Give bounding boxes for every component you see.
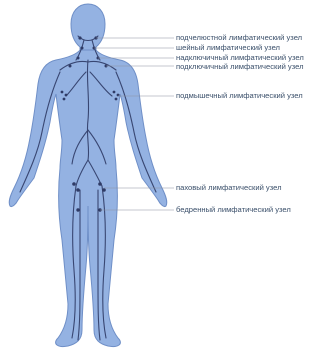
label-axillary-node: подмышечный лимфатический узел (176, 91, 303, 100)
node-cervical-left (81, 47, 84, 50)
label-subclavian-node: подключичный лимфатический узел (176, 62, 304, 71)
node-femoral-left (76, 208, 79, 211)
node-submandibular-left (78, 36, 81, 39)
node-supraclavicular-left (77, 57, 80, 60)
node-inguinal-left-1 (72, 182, 76, 186)
label-submandibular-node: подчелюстной лимфатический узел (176, 33, 302, 42)
node-inguinal-right-1 (98, 182, 102, 186)
head (71, 4, 105, 52)
node-subclavian-left (69, 65, 72, 68)
node-axillary-left-1 (61, 91, 64, 94)
label-cervical-node: шейный лимфатический узел (176, 43, 280, 52)
node-axillary-right-3 (115, 98, 118, 101)
body-silhouette (9, 4, 167, 347)
node-axillary-left-3 (63, 98, 66, 101)
label-femoral-node: бедренный лимфатический узел (176, 205, 291, 214)
node-inguinal-left-2 (76, 188, 80, 192)
label-supraclavicular-node: надключичный лимфатический узел (176, 53, 304, 62)
label-inguinal-node: паховый лимфатический узел (176, 183, 282, 192)
node-axillary-right-1 (113, 91, 116, 94)
node-axillary-left-2 (65, 94, 68, 97)
node-inguinal-right-2 (102, 188, 106, 192)
